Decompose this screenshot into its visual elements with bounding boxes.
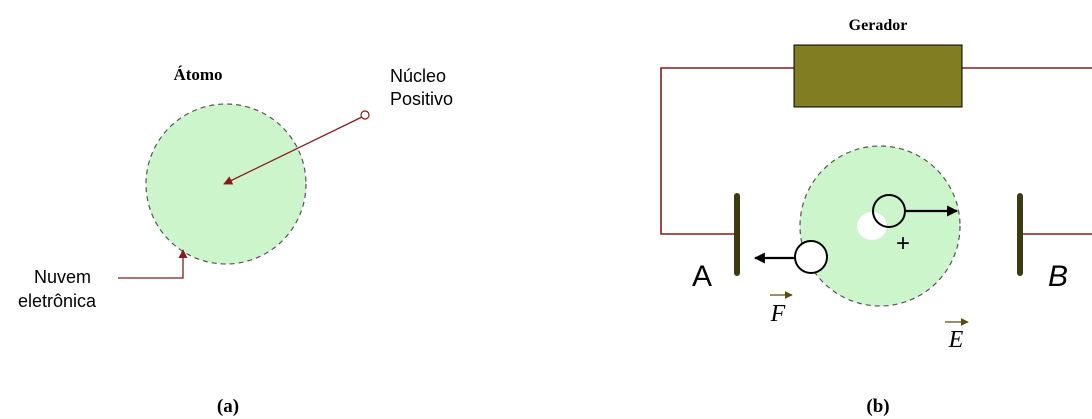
panel-b: Gerador A B + F E (b) — [660, 17, 1092, 417]
nucleus-label-line2: Positivo — [390, 89, 453, 109]
nucleus-label-line1: Núcleo — [390, 66, 446, 86]
panel-a: Átomo Núcleo Positivo Nuvem eletrônica (… — [18, 65, 453, 417]
field-symbol: E — [948, 327, 964, 353]
plus-sign: + — [896, 230, 910, 257]
nucleus-pointer-tip — [360, 110, 370, 120]
generator-box — [793, 44, 963, 108]
cloud-label-line2: eletrônica — [18, 291, 97, 311]
cloud-pointer-arrow — [118, 249, 188, 279]
atom-title: Átomo — [173, 65, 222, 84]
electron-vacancy — [857, 212, 887, 240]
generator-label: Gerador — [849, 17, 908, 34]
caption-a: (a) — [217, 396, 239, 417]
caption-b: (b) — [866, 396, 889, 417]
plate-a-label: A — [692, 260, 712, 293]
cloud-label-line1: Nuvem — [34, 267, 91, 287]
nucleus-pointer-arrow — [223, 116, 363, 185]
wire-left — [660, 67, 794, 235]
plate-b-label: B — [1048, 260, 1068, 293]
electron-cloud — [145, 103, 307, 265]
force-symbol: F — [770, 301, 786, 327]
electron — [794, 240, 828, 274]
